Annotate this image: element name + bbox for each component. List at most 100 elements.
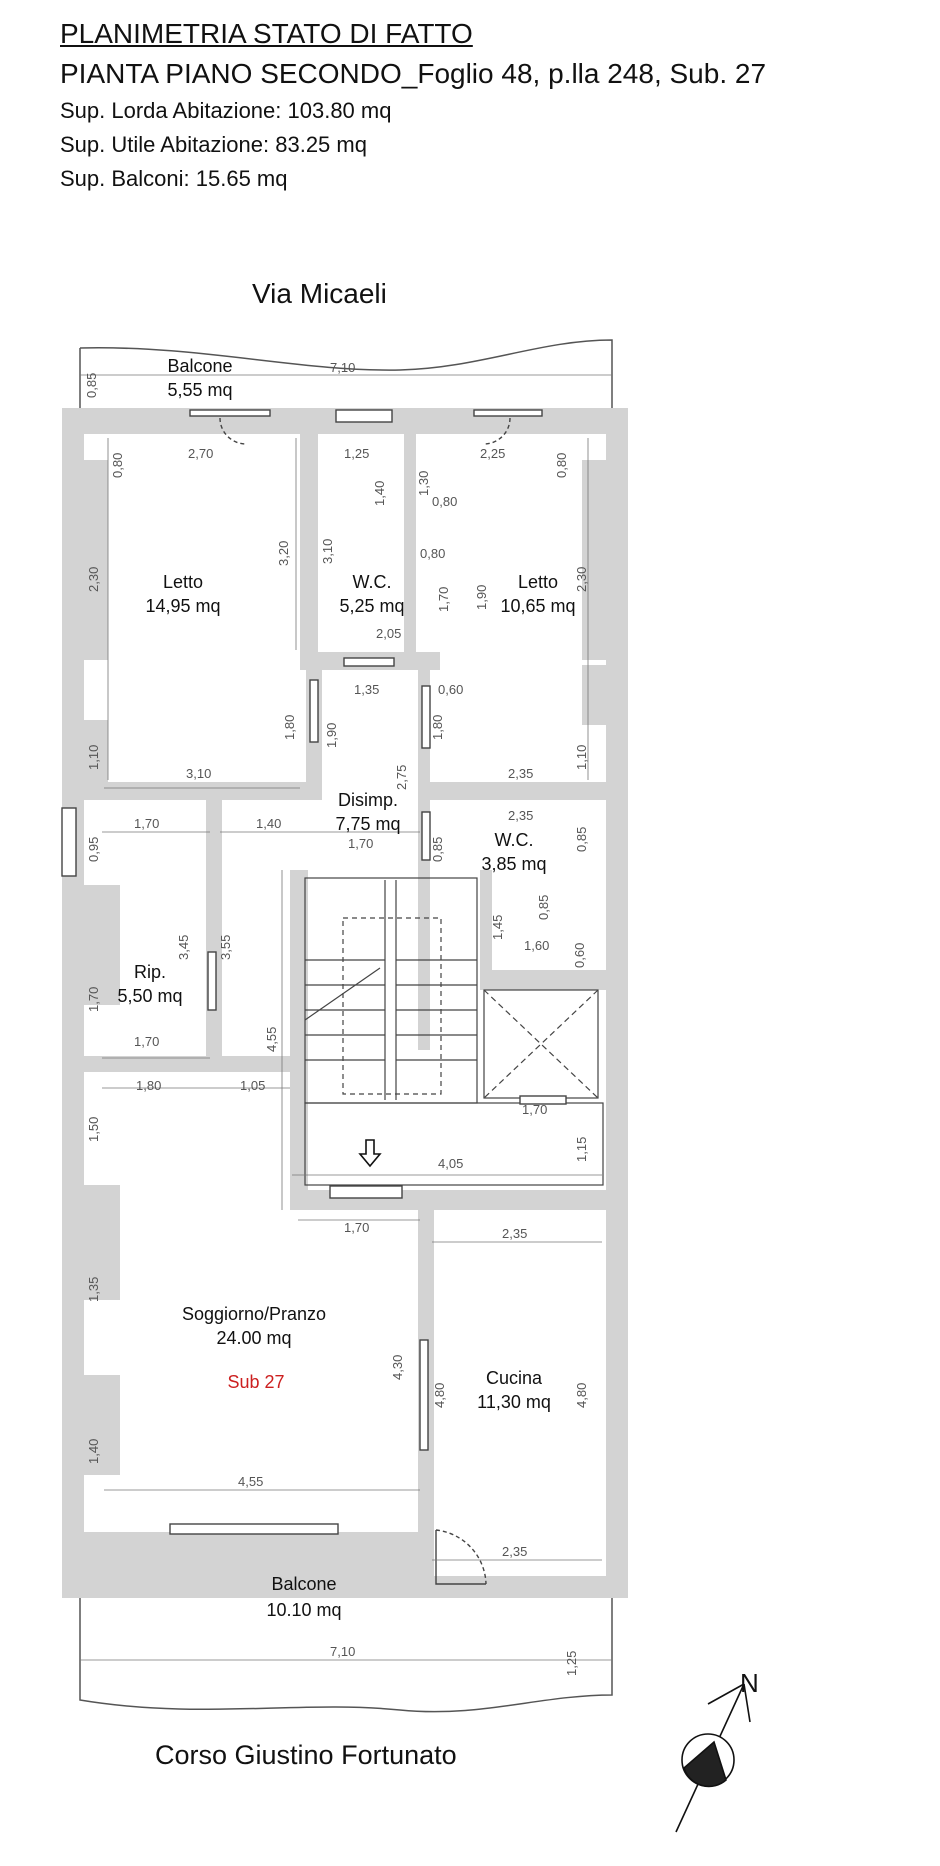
- dim-label: 1,70: [522, 1102, 547, 1117]
- room-labels: Balcone 5,55 mq Letto 14,95 mq W.C. 5,25…: [117, 356, 575, 1620]
- dim-label: 2,35: [508, 808, 533, 823]
- dim-label: 1,70: [134, 1034, 159, 1049]
- dim-label: 0,80: [420, 546, 445, 561]
- room-area-letto-east: 10,65 mq: [500, 596, 575, 616]
- dim-label: 4,30: [390, 1355, 405, 1380]
- dim-label: 2,35: [508, 766, 533, 781]
- dim-label: 0,85: [536, 895, 551, 920]
- plan-title: PLANIMETRIA STATO DI FATTO: [60, 18, 473, 49]
- dim-label: 0,95: [86, 837, 101, 862]
- dim-label: 0,60: [572, 943, 587, 968]
- dim-label: 0,80: [432, 494, 457, 509]
- dim-label: 3,10: [186, 766, 211, 781]
- room-name-letto-west: Letto: [163, 572, 203, 592]
- sub-27-label: Sub 27: [227, 1372, 284, 1392]
- dim-label: 1,40: [372, 481, 387, 506]
- room-name-letto-east: Letto: [518, 572, 558, 592]
- room-name-wc-north: W.C.: [353, 572, 392, 592]
- dim-label: 1,15: [574, 1137, 589, 1162]
- dim-label: 3,20: [276, 541, 291, 566]
- dim-label: 1,30: [416, 471, 431, 496]
- room-area-letto-west: 14,95 mq: [145, 596, 220, 616]
- dim-label: 4,80: [574, 1383, 589, 1408]
- dim-label: 1,10: [574, 745, 589, 770]
- plan-subtitle: PIANTA PIANO SECONDO_Foglio 48, p.lla 24…: [60, 58, 767, 89]
- dim-label: 2,05: [376, 626, 401, 641]
- dim-label: 2,75: [394, 765, 409, 790]
- dim-label: 4,80: [432, 1383, 447, 1408]
- dim-label: 1,35: [86, 1277, 101, 1302]
- dim-label: 2,70: [188, 446, 213, 461]
- dim-label: 1,70: [86, 987, 101, 1012]
- room-area-disimpegno: 7,75 mq: [335, 814, 400, 834]
- dim-label: 1,25: [564, 1651, 579, 1676]
- dim-label: 1,70: [344, 1220, 369, 1235]
- dim-label: 0,60: [438, 682, 463, 697]
- dim-label: 1,50: [86, 1117, 101, 1142]
- room-area-balcone-north: 5,55 mq: [167, 380, 232, 400]
- dim-label: 1,80: [430, 715, 445, 740]
- dim-label: 4,55: [264, 1027, 279, 1052]
- room-name-soggiorno: Soggiorno/Pranzo: [182, 1304, 326, 1324]
- room-name-disimpegno: Disimp.: [338, 790, 398, 810]
- street-north-label: Via Micaeli: [252, 278, 387, 309]
- dim-label: 1,80: [282, 715, 297, 740]
- room-area-wc-east: 3,85 mq: [481, 854, 546, 874]
- dim-label: 1,90: [474, 585, 489, 610]
- dim-label: 2,35: [502, 1544, 527, 1559]
- dim-label: 3,45: [176, 935, 191, 960]
- room-area-ripostiglio: 5,50 mq: [117, 986, 182, 1006]
- dim-label: 1,90: [324, 723, 339, 748]
- dim-label: 0,80: [110, 453, 125, 478]
- doors-windows: [61, 409, 567, 1585]
- room-name-wc-east: W.C.: [495, 830, 534, 850]
- dim-label: 1,80: [136, 1078, 161, 1093]
- dim-label: 1,45: [490, 915, 505, 940]
- dim-label: 7,10: [330, 1644, 355, 1659]
- dim-label: 2,30: [574, 567, 589, 592]
- dim-label: 0,85: [574, 827, 589, 852]
- room-area-cucina: 11,30 mq: [477, 1392, 551, 1412]
- compass-label: N: [740, 1668, 759, 1698]
- room-area-soggiorno: 24.00 mq: [216, 1328, 291, 1348]
- dim-label: 2,25: [480, 446, 505, 461]
- room-name-balcone-north: Balcone: [167, 356, 232, 376]
- dimension-lines: [80, 374, 612, 1661]
- dim-label: 0,80: [554, 453, 569, 478]
- dim-label: 1,40: [86, 1439, 101, 1464]
- dim-label: 1,70: [348, 836, 373, 851]
- dim-label: 3,10: [320, 539, 335, 564]
- dim-label: 4,55: [238, 1474, 263, 1489]
- dim-label: 1,05: [240, 1078, 265, 1093]
- dim-label: 4,05: [438, 1156, 463, 1171]
- balcony-outlines: [79, 339, 613, 1713]
- dim-label: 7,10: [330, 360, 355, 375]
- dim-label: 2,30: [86, 567, 101, 592]
- room-name-cucina: Cucina: [486, 1368, 543, 1388]
- room-area-wc-north: 5,25 mq: [339, 596, 404, 616]
- dim-label: 1,25: [344, 446, 369, 461]
- room-name-balcone-south: Balcone: [271, 1574, 336, 1594]
- gross-area-text: Sup. Lorda Abitazione: 103.80 mq: [60, 98, 392, 123]
- room-area-balcone-south: 10.10 mq: [266, 1600, 341, 1620]
- dimension-labels: 7,10 0,85 2,70 1,25 2,25 0,80 0,80 1,40 …: [84, 360, 589, 1676]
- dim-label: 0,85: [84, 373, 99, 398]
- room-name-ripostiglio: Rip.: [134, 962, 166, 982]
- dim-label: 1,70: [436, 587, 451, 612]
- dim-label: 1,70: [134, 816, 159, 831]
- dim-label: 1,60: [524, 938, 549, 953]
- balcony-area-text: Sup. Balconi: 15.65 mq: [60, 166, 288, 191]
- street-south-label: Corso Giustino Fortunato: [155, 1740, 457, 1770]
- net-area-text: Sup. Utile Abitazione: 83.25 mq: [60, 132, 367, 157]
- stairwell: [304, 877, 604, 1186]
- dim-label: 1,40: [256, 816, 281, 831]
- dim-label: 1,35: [354, 682, 379, 697]
- dim-label: 1,10: [86, 745, 101, 770]
- dim-label: 2,35: [502, 1226, 527, 1241]
- north-arrow-icon: N: [675, 1668, 759, 1833]
- entry-arrow-icon: [358, 1139, 382, 1168]
- dim-label: 0,85: [430, 837, 445, 862]
- elevator-shaft: [483, 989, 599, 1099]
- dim-label: 3,55: [218, 935, 233, 960]
